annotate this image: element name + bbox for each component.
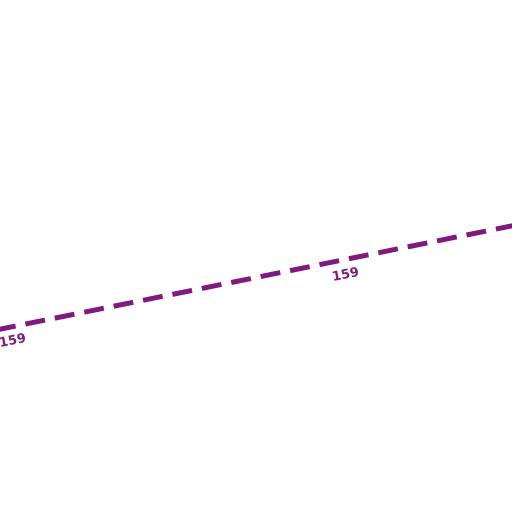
route-label-center: 159 [331,265,361,285]
route-label-left: 159 [0,331,27,351]
